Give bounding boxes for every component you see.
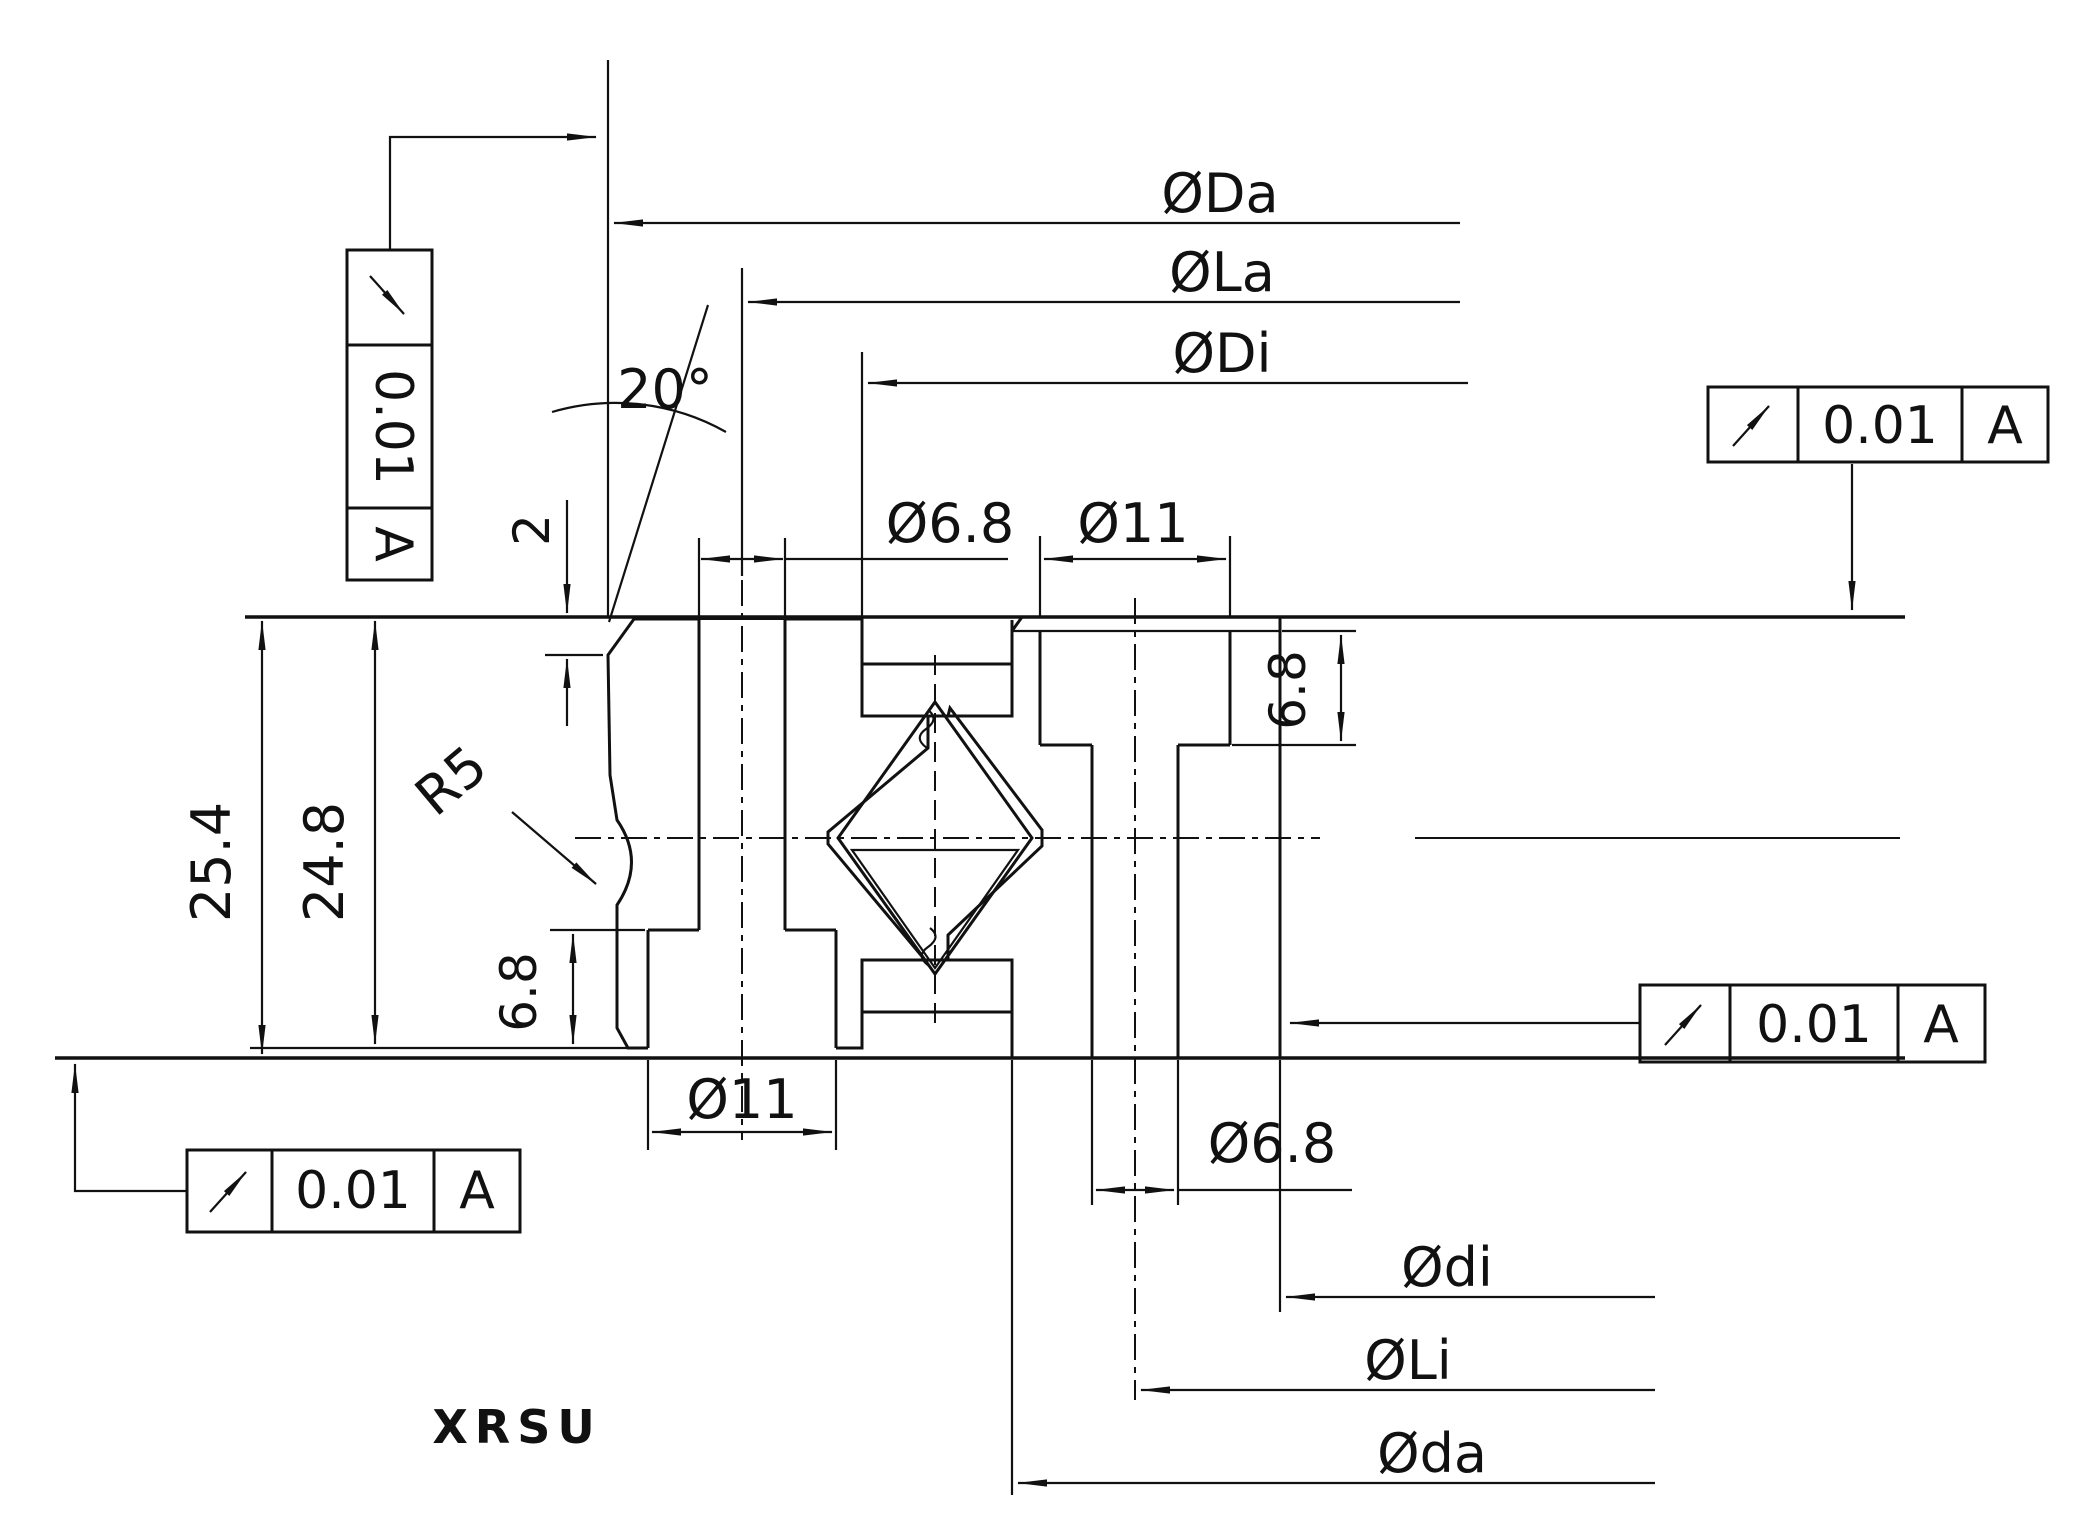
clamp-bolt-bottom [860, 958, 1014, 1014]
dim-top-hole: Ø6.8 [697, 492, 1014, 617]
datum-letter: A [1923, 995, 1959, 1055]
dim-cbore-depth-outer: 6.8 [490, 928, 645, 1045]
dim-inner-outside: Øda [1010, 1060, 1655, 1495]
datum-letter: A [363, 526, 423, 562]
dim-fillet-radius: R5 [403, 734, 597, 885]
dim-label-di: Ødi [1401, 1236, 1493, 1299]
centerlines [575, 580, 1900, 1400]
dim-label-fillet: R5 [403, 734, 499, 828]
clamp-bolt-top [860, 662, 1014, 718]
datum-letter: A [459, 1161, 495, 1221]
tolerance-frame-mid-right: 0.01 A [1289, 983, 1987, 1064]
circular-runout-icon [369, 275, 405, 315]
tolerance-frame-bottom-left: 0.01 A [71, 1063, 522, 1234]
dim-label-height-outer: 24.8 [293, 802, 356, 922]
dim-top-counterbore: Ø11 [1038, 492, 1232, 617]
dim-label-da: Øda [1377, 1422, 1487, 1485]
dim-cbore-depth-inner: 6.8 [1232, 629, 1356, 747]
dim-inner-bore: Ødi [1278, 1060, 1655, 1312]
dim-label-height-inner: 25.4 [180, 802, 243, 922]
dim-inner-pcd: ØLi [1140, 1329, 1655, 1394]
dim-label-top-hole: Ø6.8 [886, 492, 1014, 555]
dim-label-bottom-cbore: Ø11 [686, 1068, 797, 1131]
tolerance-value: 0.01 [363, 369, 423, 485]
dim-height-outer-ring: 24.8 [293, 620, 379, 1045]
dim-height-inner-ring: 25.4 [180, 620, 266, 1055]
dim-label-Di: ØDi [1172, 322, 1271, 385]
outer-ring-section [606, 617, 930, 1050]
tolerance-value: 0.01 [295, 1161, 411, 1221]
bolt-hole-outlines [646, 620, 1232, 1057]
dim-contact-angle: 20° [551, 304, 727, 623]
tolerance-value: 0.01 [1822, 396, 1938, 456]
break-squiggle-top [918, 709, 935, 749]
datum-letter: A [1987, 396, 2023, 456]
circular-runout-icon [1732, 405, 1770, 447]
dim-outer-pcd: ØLa [740, 241, 1460, 576]
tolerance-value: 0.01 [1756, 995, 1872, 1055]
dim-label-cbore-inner: 6.8 [1259, 650, 1317, 730]
dim-label-La: ØLa [1169, 241, 1275, 304]
dim-label-Li: ØLi [1364, 1329, 1452, 1392]
dim-label-angle: 20° [617, 358, 713, 421]
dim-outer-outside-diameter: ØDa [606, 60, 1460, 617]
dim-label-chamfer: 2 [503, 514, 561, 546]
dim-label-Da: ØDa [1161, 162, 1278, 225]
edge-lines [250, 629, 1280, 1050]
tolerance-frame-top-right: 0.01 A [1706, 385, 2050, 611]
dim-bottom-counterbore: Ø11 [646, 1060, 838, 1150]
dim-label-top-cbore: Ø11 [1077, 492, 1188, 555]
tolerance-frame-top-left: 0.01 A [345, 133, 597, 582]
dim-label-bottom-hole: Ø6.8 [1208, 1112, 1336, 1175]
circular-runout-icon [209, 1171, 247, 1213]
dim-chamfer-depth: 2 [503, 500, 571, 726]
dim-bottom-hole: Ø6.8 [1090, 1060, 1352, 1205]
circular-runout-icon [1664, 1004, 1702, 1046]
series-label: XRSU [432, 1400, 601, 1454]
dim-outer-bore: ØDi [860, 322, 1468, 617]
mounting-surfaces [55, 615, 1905, 1060]
dim-label-cbore-outer: 6.8 [490, 952, 548, 1032]
